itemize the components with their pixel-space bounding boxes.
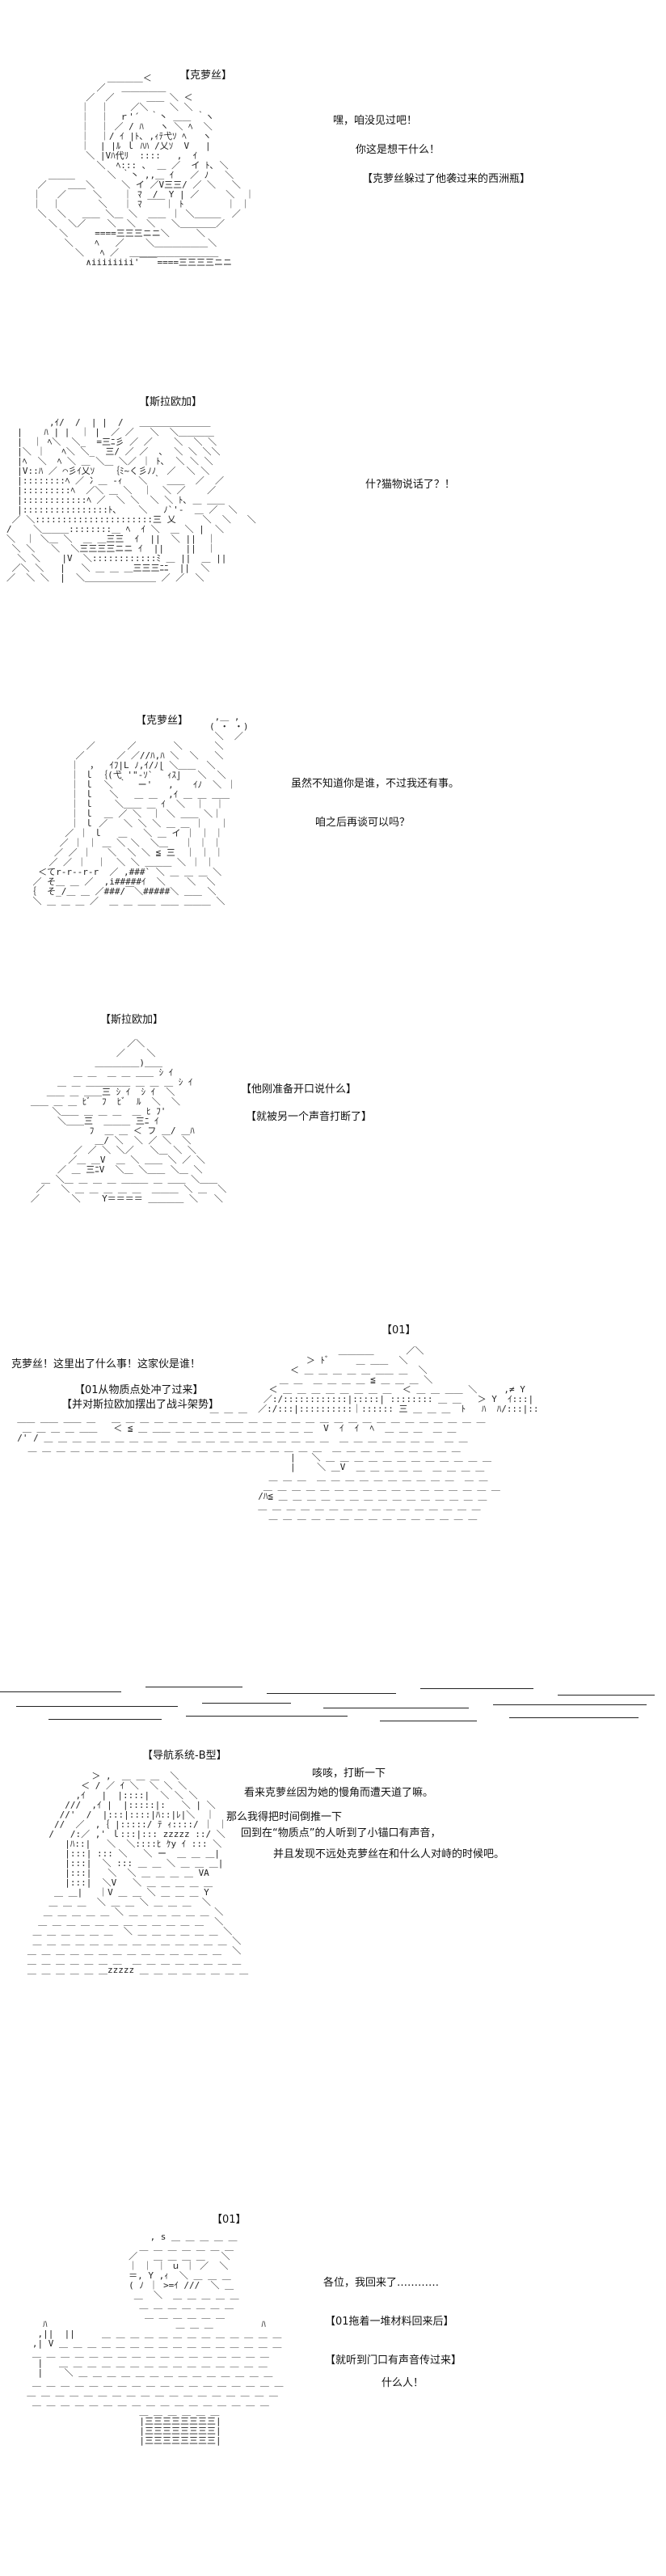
narration-line: 【他刚准备开口说什么】 <box>241 1083 357 1096</box>
dialogue-line: 虽然不知道你是谁，不过我还有事。 <box>291 778 460 790</box>
ascii-art-armored-character: ,ｲ/ / | | / ＿＿＿＿＿＿＿＿ | ﾊ | | ｜ | ／ ／ ＼ ＼… <box>6 417 256 583</box>
divider-dash <box>509 1717 639 1718</box>
panel-6: 【导航系统-B型】 ＞ , ＿ ＿ ＿ ＼ ＜ / ／ ｲ ＼ ＼ ＼ ＼ ,ｲ… <box>0 1746 666 2199</box>
panel-1: 【克萝丝】 ＿＿＿＿＜ ／ ＿＿＿＿＿ ／ ／ ＿＿ ＼ ＜ ｜ ｜ ／＼ ＼ … <box>0 0 666 356</box>
ascii-art-armored-character: ／＼ ／ ＼ ＿＿＿＿＿)＿＿ ＿ ＿ ＿ ＿ ＿＿ ｼ ｲ ＿ ＿ ＿＿＿＿＿… <box>30 1038 227 1204</box>
dialogue-line: 咳咳，打断一下 <box>312 1767 386 1780</box>
speaker-label: 【01】 <box>212 2214 247 2226</box>
ascii-art-navigation-system-character: ＞ , ＿ ＿ ＿ ＼ ＜ / ／ ｲ ＼ ＼ ＼ ＼ ,ｲ | |::::| … <box>27 1771 249 1975</box>
panel-2: 【斯拉欧加】 ,ｲ/ / | | / ＿＿＿＿＿＿＿＿ | ﾊ | | ｜ | … <box>0 385 666 652</box>
dialogue-line: 咱之后再谈可以吗？ <box>315 817 411 829</box>
dialogue-line: 你这是想干什么！ <box>356 144 440 156</box>
dialogue-line: 克萝丝！这里出了什么事！这家伙是谁！ <box>11 1358 201 1370</box>
divider-dash <box>202 1703 291 1704</box>
divider-dash <box>0 1691 121 1692</box>
speaker-label: 【斯拉欧加】 <box>139 396 203 408</box>
divider-dash <box>420 1688 533 1689</box>
divider-dash <box>267 1693 396 1694</box>
panel-4: 【斯拉欧加】 ／＼ ／ ＼ ＿＿＿＿＿)＿＿ ＿ ＿ ＿ ＿ ＿＿ ｼ ｲ ＿ … <box>0 1011 666 1318</box>
dialogue-line: 什?猫物说话了？！ <box>365 479 455 491</box>
divider-dash <box>186 1716 348 1717</box>
divider-dash <box>48 1719 162 1720</box>
speaker-label: 【导航系统-B型】 <box>142 1750 227 1762</box>
dialogue-line: 那么我得把时间倒推一下 <box>226 1811 343 1823</box>
speaker-label: 【斯拉欧加】 <box>100 1014 164 1026</box>
ascii-art-robot-with-materials: , s ＿ ＿ ＿ ＿ ＿ ＿ ＿ ＿ ＿ ＿ ＿ ＿ ／ ＿ ＿ ＿ ＿ ＼ … <box>27 2232 284 2446</box>
speaker-label: 【01】 <box>381 1324 416 1337</box>
narration-line: 【01从物质点处冲了过来】 <box>74 1384 204 1396</box>
narration-line: 【并对斯拉欧加摆出了战斗架势】 <box>61 1399 220 1411</box>
dialogue-line: 各位，我回来了………… <box>323 2277 440 2289</box>
narration-line: 【就听到门口有声音传过来】 <box>325 2354 462 2367</box>
narration-line: 【就被另一个声音打断了】 <box>246 1111 373 1123</box>
ascii-art-girl-with-cat: ,＿ , ( ・ ・) ＼ ／ ／ ／ ＼ ＼ ／ ／ ／//ﾊ,ﾊ ＼ ＼ ＼… <box>27 712 249 906</box>
dialogue-line: 什么人！ <box>381 2377 424 2389</box>
dialogue-line: 并且发现不远处克萝丝在和什么人对峙的时候吧。 <box>273 1848 505 1860</box>
panel-3: 【克萝丝】 ,＿ , ( ・ ・) ＼ ／ ／ ／ ＼ ＼ ／ ／ ／// <box>0 663 666 1003</box>
divider-dash <box>558 1695 655 1696</box>
speaker-label: 【克萝丝】 <box>136 715 189 727</box>
narration-line: 【01拖着一堆材料回来后】 <box>325 2316 454 2328</box>
narration-line: 【克萝丝躲过了他袭过来的西洲瓶】 <box>362 173 531 185</box>
ascii-art-robot-mech: ＿＿＿＿ ／＼ ＞ ﾄﾞ ＿ ＿＿ ＼ ＜ ＿ ＿ ＿ ＿ ＿ ＿＿ ＿ ＼ <box>17 1345 539 1521</box>
scene-divider <box>0 1680 666 1729</box>
ascii-art-cat-character: ＿＿＿＿＜ ／ ＿＿＿＿＿ ／ ／ ＿＿ ＼ ＜ ｜ ｜ ／＼ ＼ ＼ ｜ ｜ … <box>32 73 255 268</box>
dialogue-line: 看来克萝丝因为她的慢角而遭天道了嘛。 <box>244 1787 434 1799</box>
divider-dash <box>493 1704 647 1705</box>
dialogue-line: 回到在“物质点”的人听到了小锚口有声音， <box>241 1827 441 1839</box>
speaker-label: 【克萝丝】 <box>179 70 233 82</box>
panel-5: 【01】 克萝丝！这里出了什么事！这家伙是谁！ 【01从物质点处冲了过来】 【并… <box>0 1321 666 1645</box>
panel-7: 【01】 , s ＿ ＿ ＿ ＿ ＿ ＿ ＿ ＿ ＿ ＿ ＿ ＿ ／ ＿ ＿ ＿… <box>0 2207 666 2576</box>
dialogue-line: 嘿，咱没见过吧！ <box>333 115 418 127</box>
divider-dash <box>16 1706 178 1707</box>
